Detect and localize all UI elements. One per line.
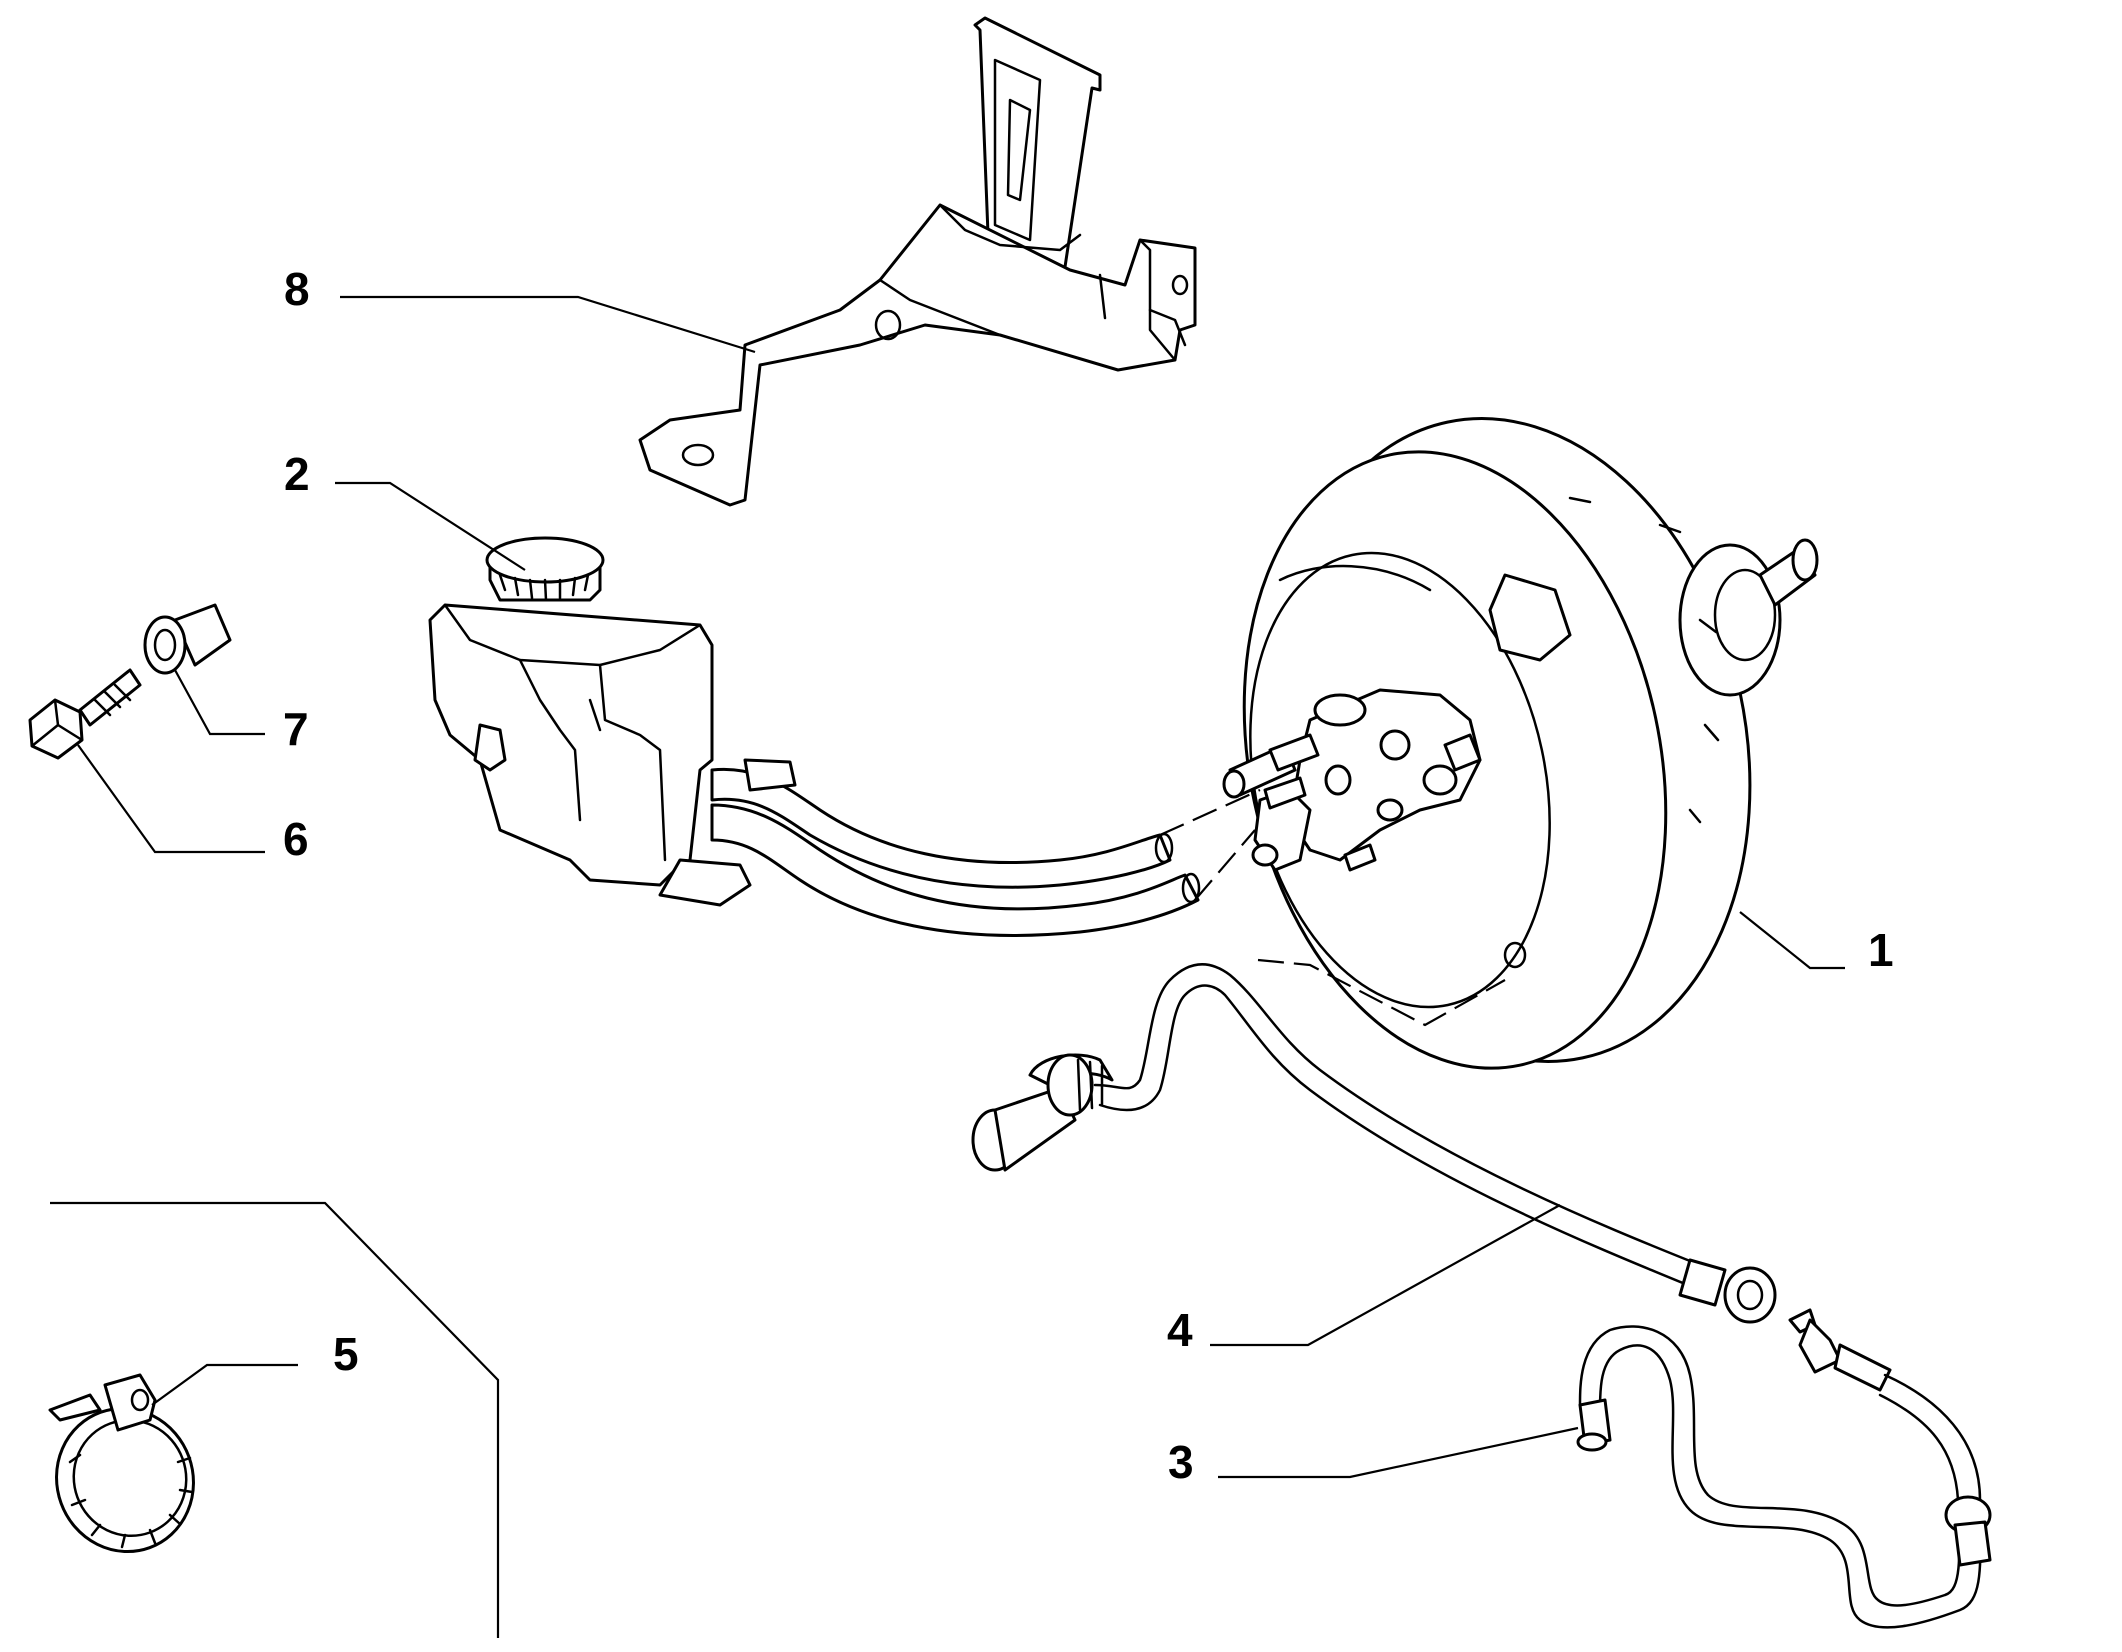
brake-booster — [1222, 417, 1819, 1070]
callout-4: 4 — [1167, 1304, 1193, 1356]
bushing — [143, 603, 232, 675]
callout-labels: 8 2 7 6 1 4 3 5 — [283, 263, 1894, 1488]
subassembly-divider — [50, 1201, 500, 1638]
vacuum-pipe — [971, 963, 1777, 1324]
callout-7: 7 — [283, 703, 309, 755]
fluid-reservoir — [428, 536, 1201, 937]
vacuum-hose-lower — [1576, 1308, 1992, 1629]
callout-2: 2 — [284, 448, 310, 500]
mounting-bracket — [638, 16, 1197, 507]
callout-5: 5 — [333, 1328, 359, 1380]
callout-1: 1 — [1868, 924, 1894, 976]
callout-3: 3 — [1168, 1436, 1194, 1488]
leader-lines — [77, 295, 1845, 1479]
hose-clamp — [48, 1373, 195, 1554]
callout-6: 6 — [283, 813, 309, 865]
callout-8: 8 — [284, 263, 310, 315]
connection-lines — [1159, 788, 1506, 1027]
bolt — [28, 668, 142, 760]
